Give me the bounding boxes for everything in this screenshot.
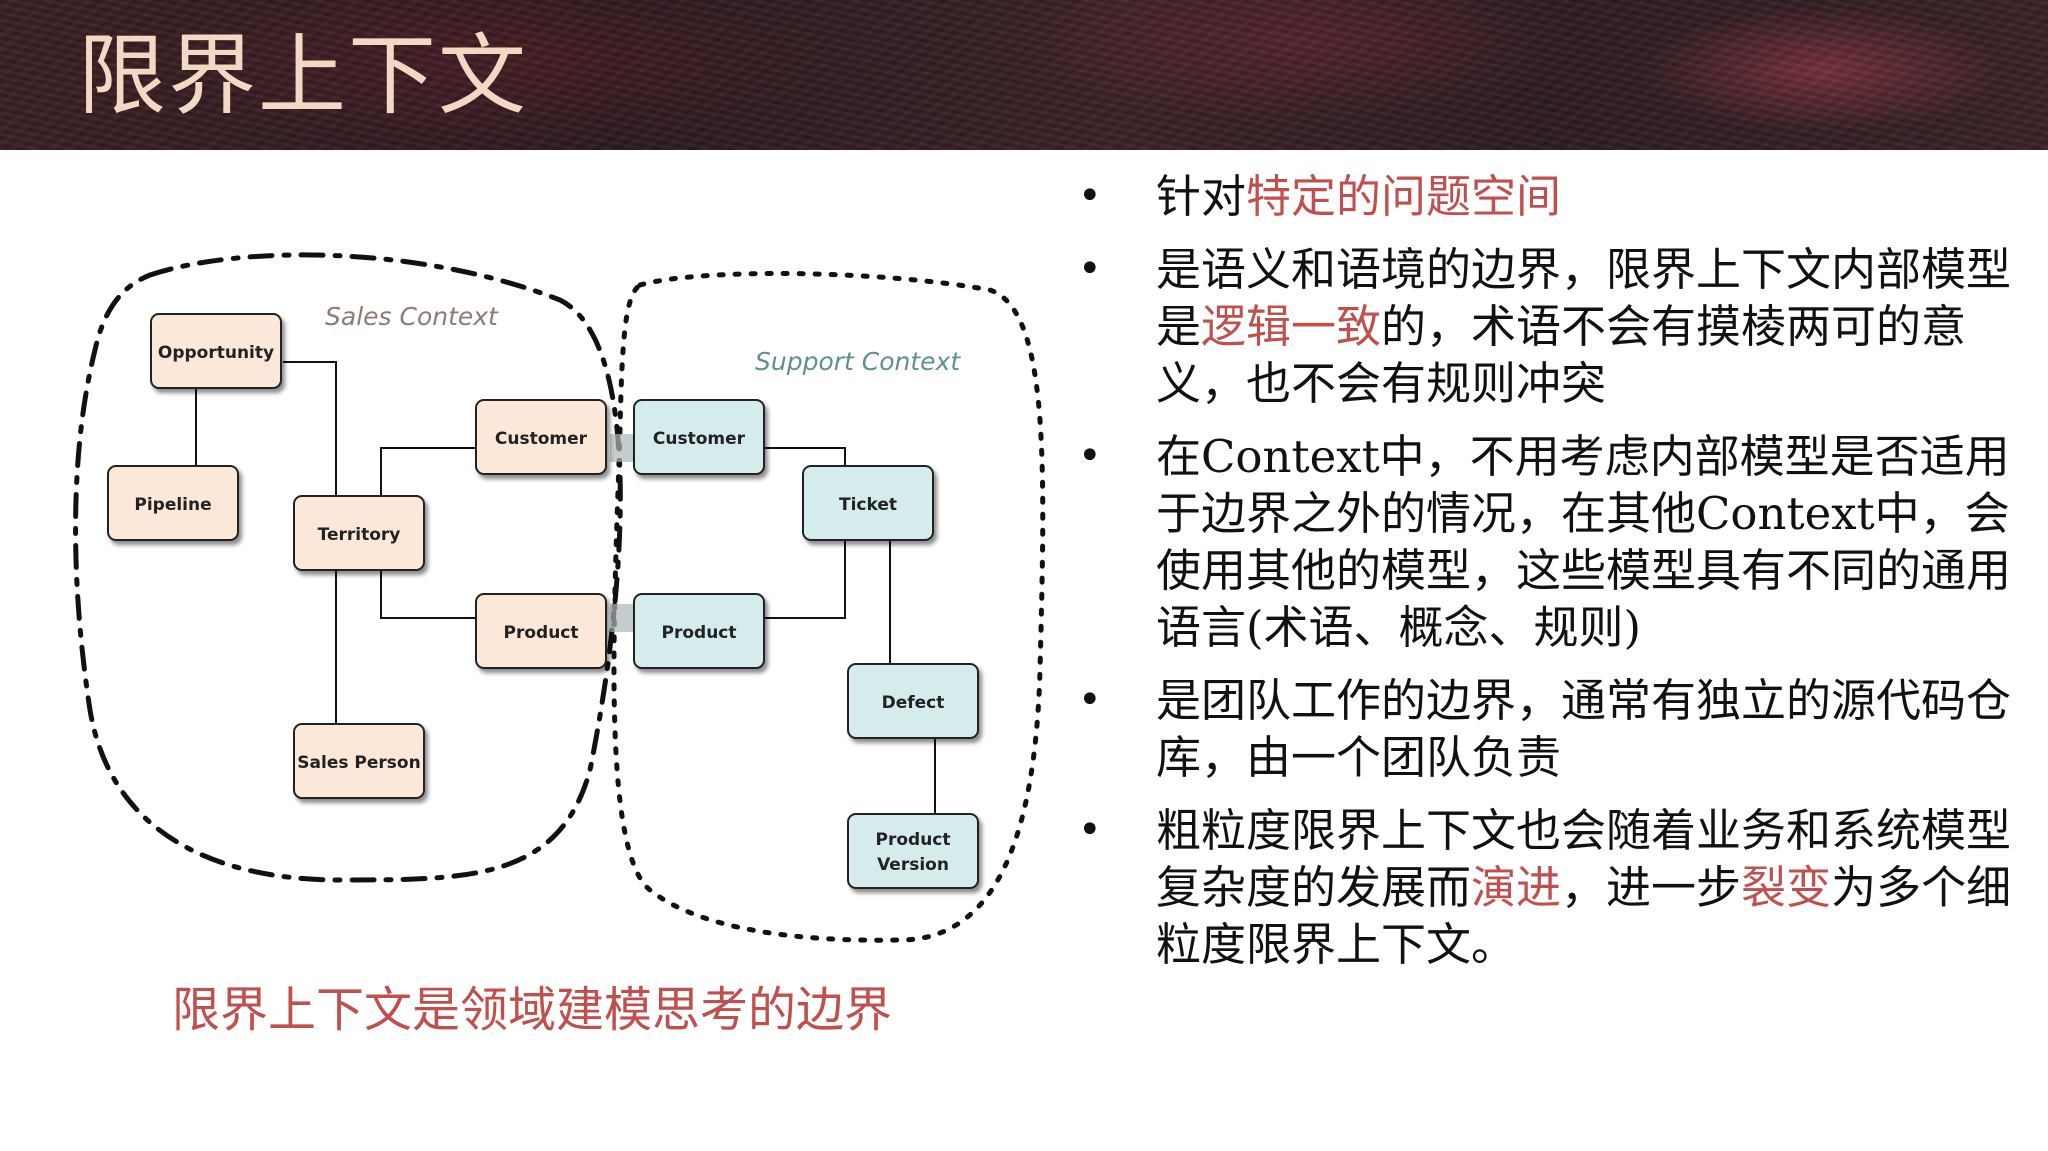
node-ticket: Ticket <box>802 465 934 541</box>
support-context-boundary <box>611 271 1046 943</box>
support-context-label: Support Context <box>755 347 961 376</box>
bullet-text: 在Context中，不用考虑内部模型是否适用于边界之外的情况，在其他Contex… <box>1156 430 2012 654</box>
node-territory: Territory <box>293 495 425 571</box>
bullet-text: 的，术语不会有摸棱两可的意义，也不会有规则冲突 <box>1156 300 1967 410</box>
bullet-item: • 粗粒度限界上下文也会随着业务和系统模型复杂度的发展而演进，进一步裂变为多个细粒… <box>1070 802 2030 973</box>
bullet-text: 针对 <box>1156 170 1247 223</box>
connector-territory-product <box>380 570 476 619</box>
node-sales-person: Sales Person <box>293 723 425 799</box>
node-sales-customer: Customer <box>475 399 607 475</box>
bullet-dot-icon: • <box>1078 677 1102 723</box>
node-opportunity-label: Opportunity <box>158 343 274 363</box>
node-sales-person-label: Sales Person <box>297 753 420 773</box>
bounded-context-diagram: Sales Context Support Context Opportunit… <box>73 252 1046 943</box>
node-defect-label: Defect <box>882 693 945 713</box>
bullet-item: • 是团队工作的边界，通常有独立的源代码仓库，由一个团队负责 <box>1070 672 2030 786</box>
highlighted-text: 逻辑一致 <box>1201 300 1382 353</box>
bullet-text: 为多个细粒度限界上下文。 <box>1156 861 2012 971</box>
node-defect: Defect <box>847 663 979 739</box>
customer-bridge <box>610 434 636 462</box>
sales-context-label: Sales Context <box>325 302 499 331</box>
slide-title: 限界上下文 <box>78 24 529 127</box>
node-territory-label: Territory <box>318 525 401 545</box>
title-banner: 限界上下文 <box>0 0 2048 150</box>
connector-product-ticket <box>765 540 846 619</box>
bullet-dot-icon: • <box>1078 246 1102 292</box>
bullet-text: ，进一步 <box>1561 861 1742 914</box>
sales-context-boundary <box>73 252 623 883</box>
bullet-list: • 针对特定的问题空间 • 是语义和语境的边界，限界上下文内部模型是逻辑一致的，术语不… <box>1070 168 2030 989</box>
bullet-dot-icon: • <box>1078 173 1102 219</box>
bullet-text: 是团队工作的边界，通常有独立的源代码仓库，由一个团队负责 <box>1156 674 2012 784</box>
node-sales-customer-label: Customer <box>495 429 588 449</box>
node-product-version: Product Version <box>847 813 979 889</box>
bullet-dot-icon: • <box>1078 807 1102 853</box>
highlighted-text: 裂变 <box>1741 861 1832 914</box>
node-opportunity: Opportunity <box>150 313 282 389</box>
node-product-version-label-2: Version <box>877 855 949 875</box>
node-pipeline: Pipeline <box>107 465 239 541</box>
node-sales-product: Product <box>475 593 607 669</box>
highlighted-text: 特定的问题空间 <box>1246 170 1562 223</box>
node-ticket-label: Ticket <box>839 495 897 515</box>
node-support-product: Product <box>633 593 765 669</box>
bullet-item: • 是语义和语境的边界，限界上下文内部模型是逻辑一致的，术语不会有摸棱两可的意义，… <box>1070 241 2030 412</box>
node-pipeline-label: Pipeline <box>134 495 211 515</box>
bullet-dot-icon: • <box>1078 433 1102 479</box>
bullet-text: 是语义和语境的边界，限界上下文内部模型是 <box>1156 243 2012 353</box>
node-sales-product-label: Product <box>504 623 579 643</box>
bullet-item: • 针对特定的问题空间 <box>1070 168 2030 225</box>
node-support-customer: Customer <box>633 399 765 475</box>
node-support-customer-label: Customer <box>653 429 746 449</box>
node-support-product-label: Product <box>662 623 737 643</box>
node-product-version-label-1: Product <box>876 830 951 850</box>
connector-territory-customer <box>380 447 476 496</box>
diagram-caption: 限界上下文是领域建模思考的边界 <box>172 982 893 1038</box>
highlighted-text: 演进 <box>1471 861 1562 914</box>
banner-texture <box>0 0 2048 150</box>
connector-customer-ticket <box>765 447 846 466</box>
product-bridge <box>610 604 636 632</box>
bullet-text: 粗粒度限界上下文也会随着业务和系统模型复杂度的发展而 <box>1156 804 2012 914</box>
connector-opportunity-territory <box>283 361 337 496</box>
bullet-item: • 在Context中，不用考虑内部模型是否适用于边界之外的情况，在其他Conte… <box>1070 428 2030 656</box>
